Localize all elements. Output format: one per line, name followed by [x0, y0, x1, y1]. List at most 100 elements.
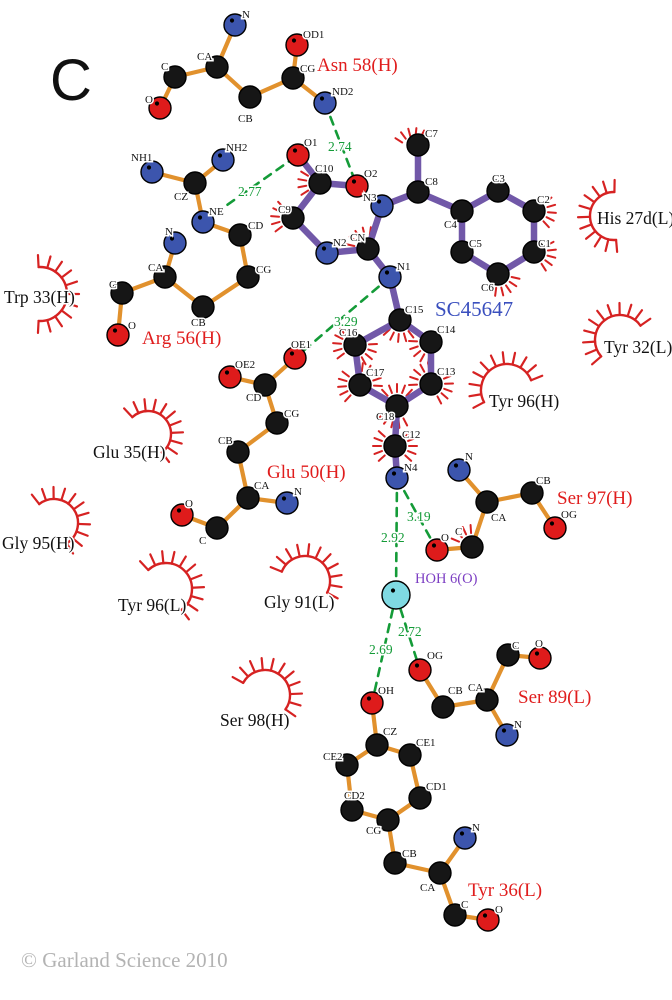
- atom-label-lig_C16: C16: [339, 327, 358, 339]
- eyelash-mark: [436, 395, 443, 405]
- atom-label-lig_N4: N4: [404, 462, 418, 474]
- hydrophobic-contact-spoke: [189, 594, 204, 601]
- contact-residue-label: Tyr 96(H): [489, 391, 559, 411]
- atom-label-lig_C15: C15: [405, 304, 424, 316]
- eyelash-mark: [540, 262, 547, 272]
- hbond-lig_N1-glu50_OE1: [293, 275, 392, 360]
- eyelash-mark: [542, 220, 550, 229]
- atom-label-lig_C9: C9: [278, 204, 291, 216]
- eyelash-mark: [404, 454, 413, 462]
- eyelash-mark: [360, 356, 367, 366]
- atom-label-ser89_OG: OG: [427, 650, 443, 662]
- hydrophobic-contact-spoke: [46, 318, 52, 333]
- eyelash-mark: [270, 215, 281, 218]
- hydrophobic-contact-spoke: [578, 204, 593, 211]
- atom-lig_C12: [383, 434, 407, 458]
- atom-lig_C3: [486, 179, 510, 203]
- eyelash-mark: [297, 184, 308, 189]
- hydrophobic-contact-spoke: [143, 398, 147, 413]
- hbond-asn58_ND2-lig_O2: [323, 101, 359, 188]
- atom-arg56_O: [106, 323, 130, 347]
- hydrophobic-contact-spoke: [472, 371, 486, 379]
- hydrophobic-contact-spoke: [30, 493, 41, 506]
- atom-highlight-dot: [289, 351, 295, 356]
- atom-highlight-dot: [549, 521, 555, 526]
- hydrophobic-contact-spoke: [161, 550, 165, 565]
- hydrophobic-contact-spoke: [519, 356, 528, 369]
- hbond-distance-label: 2.72: [398, 624, 422, 639]
- atom-lig_C16: [343, 333, 367, 357]
- hydrophobic-contact-spoke: [626, 303, 633, 318]
- atom-label-lig_O2: O2: [364, 168, 377, 180]
- hbond-distance-label: 2.92: [381, 530, 405, 545]
- eyelash-mark: [413, 349, 422, 358]
- residue-label: Glu 50(H): [267, 462, 346, 483]
- atom-label-tyr36_CB: CB: [402, 848, 417, 860]
- atom-lig_N1: [378, 265, 402, 289]
- atom-highlight-dot: [292, 148, 298, 153]
- hydrophobic-contact-spoke: [180, 608, 190, 621]
- atom-highlight-dot: [224, 370, 230, 375]
- atom-label-tyr36_C: C: [461, 899, 468, 911]
- hydrophobic-contact-spoke: [590, 355, 603, 366]
- atom-lig_C6: [486, 262, 510, 286]
- atom-label-glu50_CA: CA: [254, 480, 269, 492]
- hbond-distance-label: 3.29: [334, 314, 358, 329]
- hydrophobic-contact-spoke: [614, 238, 619, 253]
- contact-residue-label: Gly 91(L): [264, 592, 335, 612]
- atom-lig_C9: [281, 206, 305, 230]
- atom-asn58_ND2: [313, 91, 337, 115]
- atom-ser89_C: [496, 643, 520, 667]
- eyelash-mark: [277, 200, 285, 209]
- hydrophobic-contact-spoke: [54, 315, 64, 328]
- hydrophobic-contact-spoke: [639, 317, 652, 327]
- eyelash-mark: [407, 437, 417, 442]
- atom-label-arg56_CG: CG: [256, 264, 271, 276]
- hydrophobic-contact-spoke: [54, 260, 64, 273]
- atom-lig_C14: [419, 330, 443, 354]
- hydrophobic-contact-spoke: [67, 492, 77, 505]
- atom-label-lig_C3: C3: [492, 173, 505, 185]
- atom-highlight-dot: [366, 696, 372, 701]
- eyelash-mark: [377, 412, 387, 419]
- eyelash-mark: [510, 276, 521, 280]
- atom-lig_C10: [308, 171, 332, 195]
- hydrophobic-contact-spoke: [65, 542, 75, 555]
- atom-lig_O2: [345, 174, 369, 198]
- atom-label-lig_CN: CN: [350, 232, 365, 244]
- atom-arg56_NH2: [211, 148, 235, 172]
- atom-tyr36_N: [453, 826, 477, 850]
- hbond-distance-label: 2.74: [328, 139, 352, 154]
- hydrophobic-contact-spoke: [75, 530, 89, 537]
- eyelash-mark: [494, 286, 498, 297]
- eyelash-mark: [339, 327, 347, 336]
- hydrophobic-contact-spoke: [593, 235, 603, 248]
- eyelash-mark: [377, 430, 386, 438]
- atom-label-lig_C5: C5: [469, 238, 482, 250]
- atom-asn58_CB: [238, 85, 262, 109]
- atom-tyr36_CE2: [335, 753, 359, 777]
- eyelash-mark: [381, 388, 389, 397]
- eyelash-mark: [364, 352, 373, 361]
- atom-label-arg56_CB: CB: [191, 317, 206, 329]
- eyelash-mark: [369, 369, 378, 378]
- atom-label-lig_O1: O1: [304, 137, 317, 149]
- atom-tyr36_C: [443, 903, 467, 927]
- atom-label-lig_C14: C14: [437, 324, 456, 336]
- atom-asn58_N: [223, 13, 247, 37]
- eyelash-mark: [401, 384, 406, 394]
- eyelash-mark: [332, 347, 343, 353]
- atom-asn58_CG: [281, 66, 305, 90]
- atom-arg56_CG: [236, 265, 260, 289]
- atom-label-glu50_C: C: [199, 535, 206, 547]
- atom-label-arg56_NH1: NH1: [131, 152, 152, 164]
- hydrophobic-contact-spoke: [60, 309, 73, 319]
- atom-label-lig_C12: C12: [402, 429, 420, 441]
- atom-highlight-dot: [229, 18, 235, 23]
- hydrophobic-contact-spoke: [231, 675, 245, 684]
- eyelash-mark: [332, 342, 343, 345]
- atom-tyr36_CD2: [340, 798, 364, 822]
- hbond-lig_N4-hoh_W: [394, 476, 399, 597]
- hydrophobic-contact-spoke: [284, 548, 294, 561]
- eyelash-mark: [367, 348, 377, 354]
